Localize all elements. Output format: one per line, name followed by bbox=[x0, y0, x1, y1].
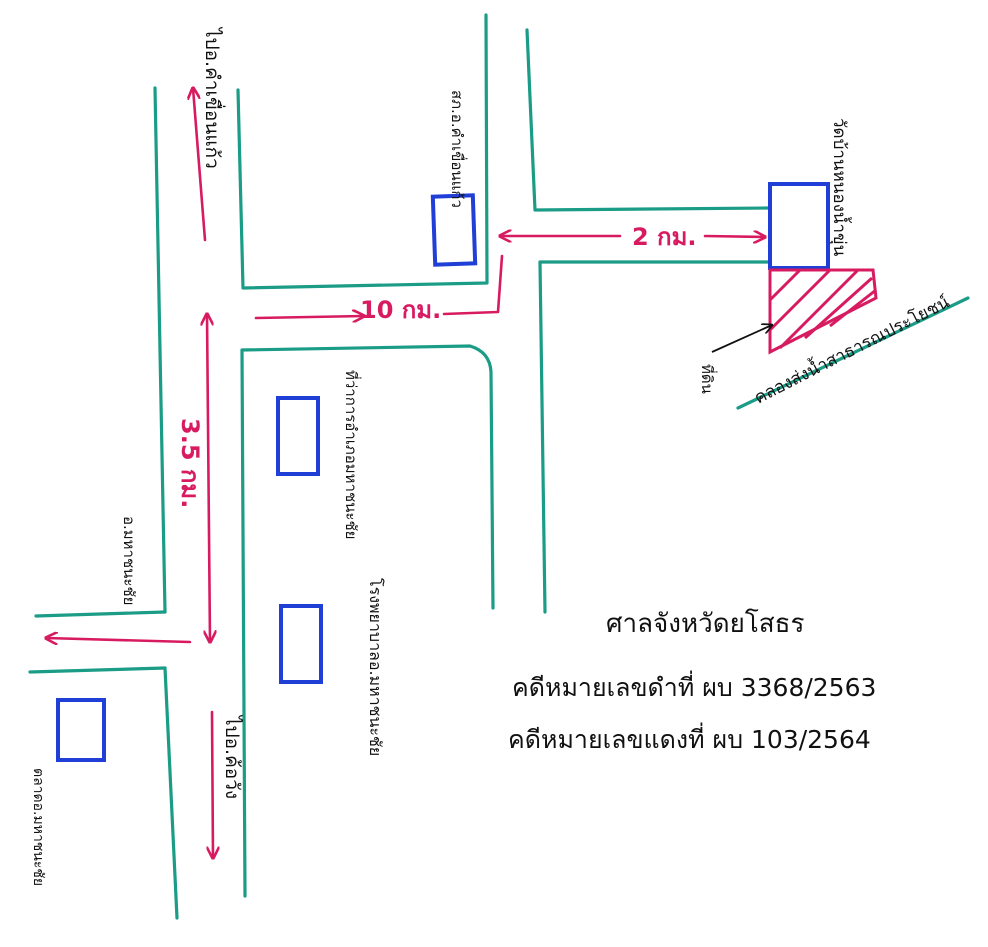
court-name: ศาลจังหวัดยโสธร bbox=[606, 608, 805, 639]
red-case-number: คดีหมายเลขแดงที่ ผบ 103/2564 bbox=[508, 722, 871, 754]
distance-middle: 10 กม. bbox=[360, 296, 441, 324]
side-road-bottom-edge bbox=[28, 666, 167, 674]
route-middle-tail bbox=[442, 254, 504, 316]
buildings bbox=[56, 182, 830, 762]
main-road-east-edge-upper bbox=[236, 13, 489, 290]
main-road-east-edge-lower bbox=[240, 344, 495, 898]
roads bbox=[28, 13, 970, 920]
distance-east: 2 กม. bbox=[632, 223, 697, 251]
market-building bbox=[56, 698, 106, 762]
route-east-right bbox=[703, 236, 765, 237]
route-middle bbox=[254, 316, 364, 318]
route-south bbox=[212, 710, 213, 858]
label-land: ที่ดิน bbox=[698, 364, 718, 394]
side-road-top-edge bbox=[34, 610, 167, 618]
label-hospital: โรงพยาบาลอ.มหาชนะชัย bbox=[366, 578, 385, 756]
case-info-block: ศาลจังหวัดยโสธร คดีหมายเลขดำที่ ผบ 3368/… bbox=[508, 608, 876, 754]
route-west bbox=[46, 638, 192, 642]
route-north bbox=[193, 88, 207, 242]
canal-line bbox=[736, 296, 970, 410]
label-to-amphoe-left: อ.มหาชนะชัย bbox=[120, 516, 138, 605]
label-to-amphoe-top: ไปอ.คำเขื่อนแก้ว bbox=[201, 26, 226, 169]
east-road-bottom-edge bbox=[538, 260, 770, 614]
main-road-west-edge-lower bbox=[163, 666, 179, 920]
black-case-number: คดีหมายเลขดำที่ ผบ 3368/2563 bbox=[512, 670, 876, 702]
routes bbox=[46, 88, 772, 858]
police-station-building bbox=[430, 193, 478, 267]
route-main-vertical bbox=[207, 314, 210, 642]
label-police-station: สภ.อ.คำเขื่อนแก้ว bbox=[448, 90, 468, 208]
hospital-building bbox=[279, 604, 323, 684]
east-road-top-edge bbox=[525, 28, 770, 212]
district-office-building bbox=[276, 396, 320, 476]
distance-main: 3.5 กม. bbox=[176, 418, 204, 508]
land-pointer-arrow bbox=[711, 325, 772, 353]
label-market: ตลาดอ.มหาชนะชัย bbox=[30, 768, 46, 886]
label-to-amphoe-bottom: ไปอ.ค้อวัง bbox=[221, 714, 243, 799]
temple-building bbox=[768, 182, 830, 270]
label-temple: วัดบ้านหนองน้ำขุ่น bbox=[829, 118, 852, 257]
main-road-west-edge-upper bbox=[153, 86, 167, 614]
label-district-office: ที่ว่าการอำเภอมหาชนะชัย bbox=[342, 370, 362, 539]
